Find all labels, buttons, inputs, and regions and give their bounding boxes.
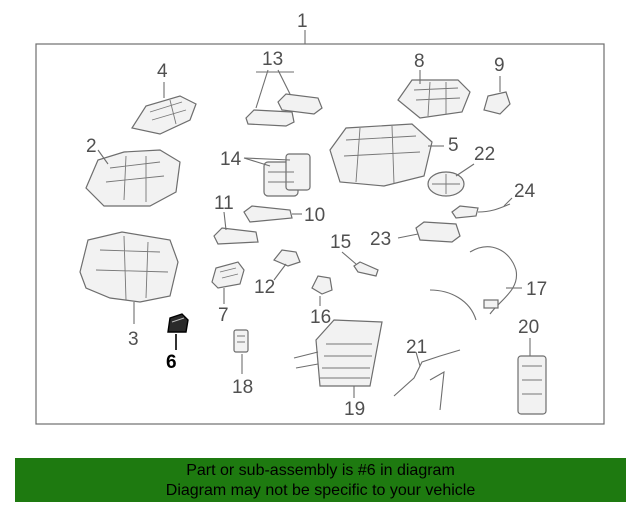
diagram-frame xyxy=(35,43,605,425)
info-banner: Part or sub-assembly is #6 in diagram Di… xyxy=(15,458,626,502)
callout-11: 11 xyxy=(214,193,234,214)
part-20-receiver[interactable] xyxy=(517,355,547,415)
leader-23 xyxy=(397,233,419,239)
part-22-fan[interactable] xyxy=(427,171,465,197)
part-14-blower[interactable] xyxy=(263,153,311,197)
part-19-evaporator-core[interactable] xyxy=(293,319,383,387)
part-23-filter[interactable] xyxy=(415,221,461,243)
part-10-seal[interactable] xyxy=(243,205,293,223)
leader-12 xyxy=(273,263,287,281)
callout-24: 24 xyxy=(514,181,536,202)
part-15-sensor[interactable] xyxy=(353,261,379,277)
callout-16: 16 xyxy=(310,307,332,328)
callout-9: 9 xyxy=(494,55,505,76)
callout-20: 20 xyxy=(518,317,540,338)
leader-21 xyxy=(415,351,421,367)
callout-5: 5 xyxy=(448,135,459,156)
part-24-harness[interactable] xyxy=(451,203,511,219)
leader-14b xyxy=(243,157,291,161)
callout-10: 10 xyxy=(304,205,326,226)
callout-13: 13 xyxy=(262,49,284,70)
callout-3: 3 xyxy=(128,329,139,350)
part-3-lower-case[interactable] xyxy=(79,231,179,303)
banner-line-1: Part or sub-assembly is #6 in diagram xyxy=(186,462,455,479)
callout-12: 12 xyxy=(254,277,276,298)
callout-21: 21 xyxy=(406,337,428,358)
callout-15: 15 xyxy=(330,232,352,253)
leader-13a xyxy=(255,69,269,109)
leader-11 xyxy=(223,211,227,231)
part-4-housing[interactable] xyxy=(131,95,197,135)
leader-2 xyxy=(97,149,109,165)
part-21-tube[interactable] xyxy=(393,349,461,411)
part-5-evaporator-case[interactable] xyxy=(329,123,433,187)
part-18-sensor[interactable] xyxy=(233,329,249,353)
callout-23: 23 xyxy=(370,229,392,250)
callout-19: 19 xyxy=(344,399,366,420)
leader-13b xyxy=(277,69,291,95)
part-8-actuator[interactable] xyxy=(397,79,471,119)
callout-18: 18 xyxy=(232,377,254,398)
part-17-wiring[interactable] xyxy=(429,246,517,321)
part-16-valve[interactable] xyxy=(311,275,333,295)
part-13-filters[interactable] xyxy=(245,93,323,127)
leader-14a xyxy=(243,157,271,167)
part-2-heater-case[interactable] xyxy=(85,149,181,207)
callout-6-highlighted: 6 xyxy=(166,352,177,373)
callout-1: 1 xyxy=(297,11,308,32)
callout-2: 2 xyxy=(86,136,97,157)
parts-diagram xyxy=(35,30,605,425)
leader-15 xyxy=(341,251,357,265)
callout-8: 8 xyxy=(414,51,425,72)
part-6-highlighted[interactable] xyxy=(167,313,189,333)
callout-22: 22 xyxy=(474,144,496,165)
callout-17: 17 xyxy=(526,279,548,300)
part-9-connector[interactable] xyxy=(483,91,511,115)
leader-24 xyxy=(503,197,513,207)
leader-22 xyxy=(455,163,475,177)
part-7-bracket[interactable] xyxy=(211,261,245,289)
callout-7: 7 xyxy=(218,305,229,326)
part-12-clip[interactable] xyxy=(273,249,301,267)
part-11-seal[interactable] xyxy=(213,227,259,245)
callout-14: 14 xyxy=(220,149,242,170)
callout-4: 4 xyxy=(157,61,168,82)
banner-line-2: Diagram may not be specific to your vehi… xyxy=(165,482,476,499)
